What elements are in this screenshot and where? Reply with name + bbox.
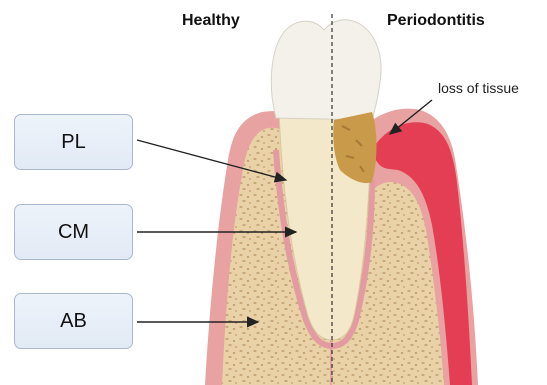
label-box-cm: CM bbox=[14, 204, 133, 260]
tooth-crown bbox=[271, 20, 381, 120]
label-box-ab: AB bbox=[14, 293, 133, 349]
header-periodontitis: Periodontitis bbox=[387, 12, 485, 30]
label-box-pl: PL bbox=[14, 114, 133, 170]
label-ab: AB bbox=[60, 310, 87, 333]
label-pl: PL bbox=[61, 131, 85, 154]
header-healthy: Healthy bbox=[182, 12, 240, 30]
label-cm: CM bbox=[58, 221, 89, 244]
annotation-loss-of-tissue: loss of tissue bbox=[438, 80, 519, 96]
